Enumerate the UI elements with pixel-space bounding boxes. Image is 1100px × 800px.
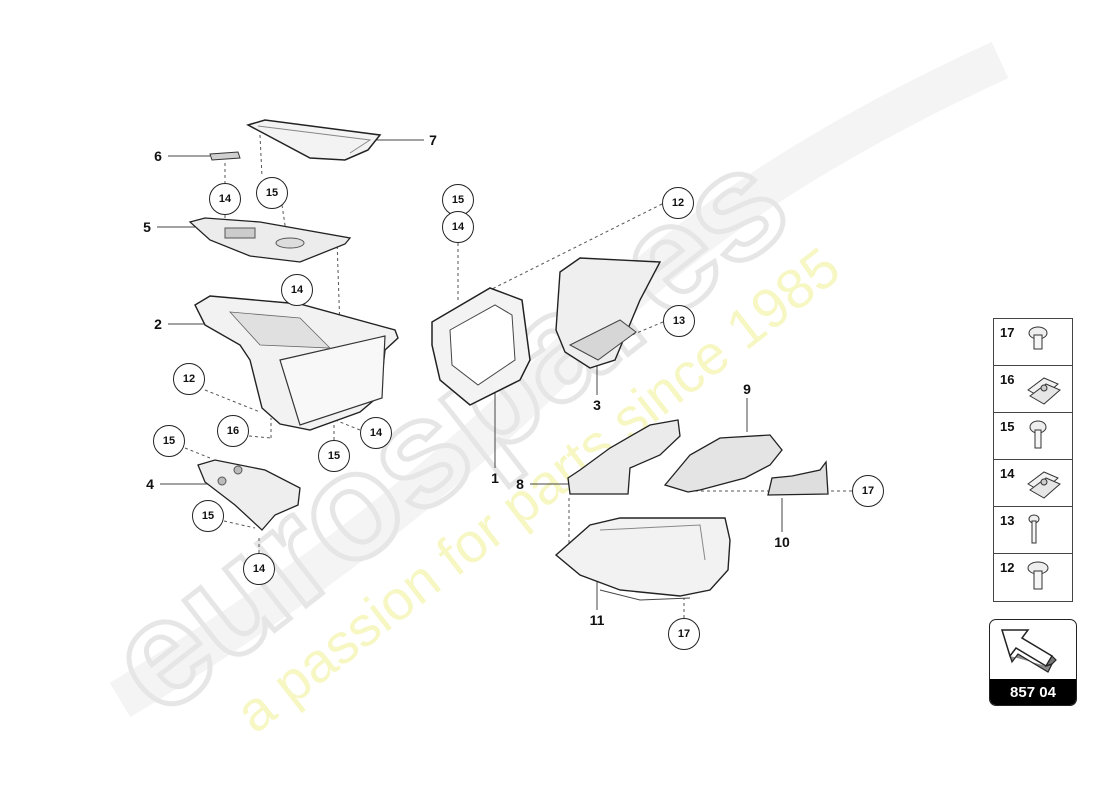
legend-number: 13 [1000, 513, 1015, 528]
legend-number: 16 [1000, 372, 1015, 387]
part-2-console-housing[interactable] [194, 295, 399, 431]
callout-bubble[interactable]: 15 [153, 425, 185, 457]
callout-bubble[interactable]: 14 [281, 274, 313, 306]
part-label[interactable]: 10 [774, 534, 790, 550]
machine-screw-icon [1028, 514, 1040, 544]
legend-number: 12 [1000, 560, 1015, 575]
part-label[interactable]: 2 [154, 316, 162, 332]
callout-bubble[interactable]: 15 [256, 177, 288, 209]
legend-row[interactable]: 12 [994, 554, 1072, 601]
part-1-instrument-frame[interactable] [431, 287, 531, 406]
part-5-panel[interactable] [188, 217, 352, 263]
fastener-legend: 17 16 15 14 13 1 [993, 318, 1073, 602]
part-label[interactable]: 11 [589, 612, 605, 628]
part-label[interactable]: 4 [146, 476, 154, 492]
callout-bubble[interactable]: 17 [852, 475, 884, 507]
legend-row[interactable]: 13 [994, 507, 1072, 554]
part-label[interactable]: 3 [593, 397, 601, 413]
callout-bubble[interactable]: 15 [442, 184, 474, 216]
legend-row[interactable]: 16 [994, 366, 1072, 413]
callout-bubble[interactable]: 17 [668, 618, 700, 650]
flange-bolt-icon [1027, 561, 1049, 590]
part-4-bracket[interactable] [197, 459, 301, 531]
legend-number: 14 [1000, 466, 1015, 481]
spring-nut-clip-icon [1027, 377, 1061, 405]
part-11-lower-trim[interactable] [554, 517, 731, 601]
spring-nut-clip-icon [1027, 471, 1061, 499]
part-label[interactable]: 6 [154, 148, 162, 164]
callout-bubble[interactable]: 14 [243, 553, 275, 585]
part-label[interactable]: 1 [491, 470, 499, 486]
pan-head-screw-icon [1029, 420, 1047, 449]
solid-leaders [157, 139, 783, 610]
flange-bolt-icon [1028, 326, 1048, 350]
legend-row[interactable]: 15 [994, 413, 1072, 460]
callout-bubble[interactable]: 12 [662, 187, 694, 219]
navigation-reference-button[interactable]: 857 04 [989, 619, 1077, 706]
part-6-clip[interactable] [209, 151, 241, 161]
arrow-up-left-icon [1000, 629, 1057, 673]
part-9-cover[interactable] [663, 434, 783, 493]
callout-bubble[interactable]: 15 [192, 500, 224, 532]
part-7-cover[interactable] [246, 119, 382, 161]
callout-bubble[interactable]: 14 [360, 417, 392, 449]
watermark: eurospares a passion for parts since 198… [74, 41, 1009, 748]
part-3-duct[interactable] [555, 257, 662, 369]
legend-number: 17 [1000, 325, 1015, 340]
part-label[interactable]: 8 [516, 476, 524, 492]
legend-row[interactable]: 14 [994, 460, 1072, 507]
part-label[interactable]: 5 [143, 219, 151, 235]
callout-bubble[interactable]: 12 [173, 363, 205, 395]
reference-code: 857 04 [990, 679, 1076, 705]
callout-bubble[interactable]: 13 [663, 305, 695, 337]
part-label[interactable]: 9 [743, 381, 751, 397]
callout-bubble[interactable]: 16 [217, 415, 249, 447]
part-8-bracket[interactable] [567, 419, 681, 495]
callout-bubble[interactable]: 14 [209, 183, 241, 215]
part-10-clip-bracket[interactable] [767, 460, 829, 496]
legend-row[interactable]: 17 [994, 319, 1072, 366]
part-label[interactable]: 7 [429, 132, 437, 148]
legend-number: 15 [1000, 419, 1015, 434]
callout-bubble[interactable]: 15 [318, 440, 350, 472]
callout-bubble[interactable]: 14 [442, 211, 474, 243]
